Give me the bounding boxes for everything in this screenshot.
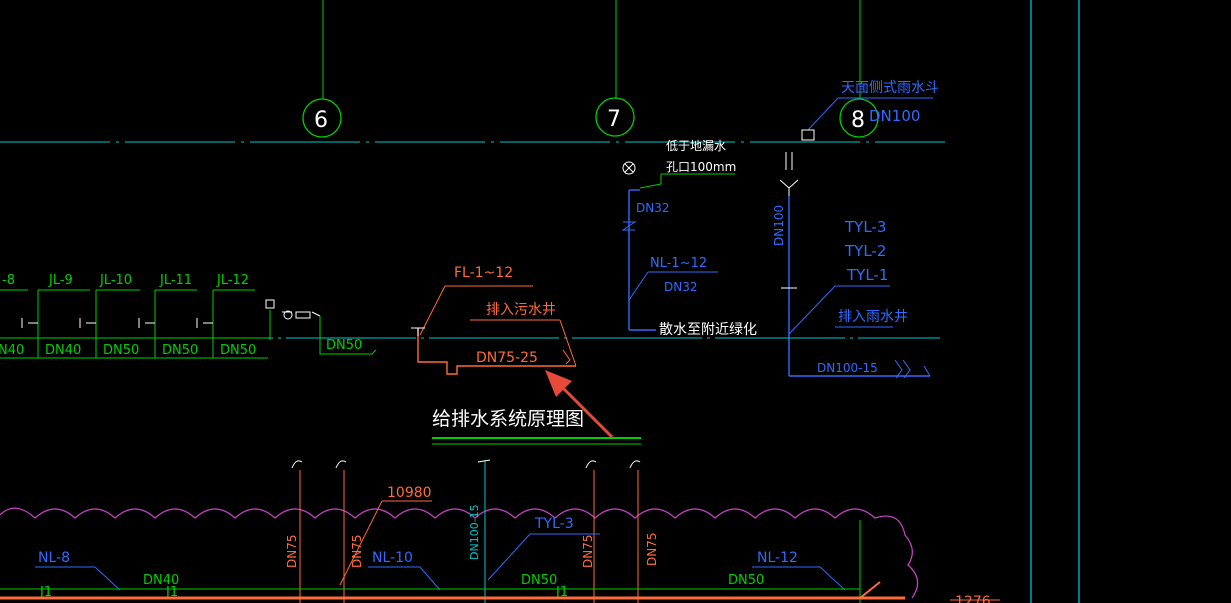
label-discharge: 散水至附近绿化 xyxy=(659,322,757,338)
floor-drain-icon xyxy=(622,161,636,175)
label-dn32-b: DN32 xyxy=(664,280,698,294)
label-dn50a: DN50 xyxy=(103,343,139,358)
drawing-title: 给排水系统原理图 xyxy=(432,408,584,430)
jl-fixtures xyxy=(21,318,213,328)
label-jl12: JL-12 xyxy=(216,273,249,288)
label-dn100-15b: DN100-15 xyxy=(468,504,481,560)
sewage-outlet-icon xyxy=(562,349,571,365)
bottom-riser-cyan-hook xyxy=(477,459,491,463)
label-sewage-well: 排入污水井 xyxy=(486,302,556,318)
leader-nl8-diag xyxy=(94,566,121,591)
roof-drain-icon xyxy=(801,129,815,141)
bottom-risers-orange xyxy=(299,470,639,603)
label-nl-1-12: NL-1~12 xyxy=(650,256,707,271)
leader-nl10-diag xyxy=(419,566,441,591)
jl-risers xyxy=(37,290,271,358)
label-dn75-c: DN75 xyxy=(581,535,595,569)
dn50-outlet xyxy=(319,316,377,355)
leader-10980-diag xyxy=(339,500,383,586)
label-dn75-a: DN75 xyxy=(285,535,299,569)
label-fl-1-12: FL-1~12 xyxy=(454,265,513,281)
label-jl10: JL-10 xyxy=(99,273,132,288)
label-tyl3-b: TYL-3 xyxy=(534,516,574,532)
annotation-arrow-head xyxy=(545,370,572,397)
label-tyl1: TYL-1 xyxy=(846,266,888,284)
label-overflow-2: 孔口100mm xyxy=(666,160,736,174)
leader-nl12-diag xyxy=(819,566,846,591)
label-dn50b: DN50 xyxy=(162,343,198,358)
leader-nl-diag xyxy=(628,271,649,301)
check-valve-icon xyxy=(779,179,799,196)
leader-tyl3-b-diag xyxy=(487,533,531,581)
label-dn100-vert: DN100 xyxy=(772,205,786,246)
label-dim-1276: 1276 xyxy=(955,594,991,603)
label-nl8: NL-8 xyxy=(38,550,70,566)
label-jl11: JL-11 xyxy=(159,273,192,288)
leader-tyl-diag xyxy=(788,285,836,335)
label-nl10: NL-10 xyxy=(372,550,413,566)
axis-7-bubble xyxy=(595,97,635,137)
leader-top-drain-diag xyxy=(807,97,839,131)
label-jl9: JL-9 xyxy=(48,273,73,288)
revision-cloud xyxy=(0,507,919,599)
label-dn100-top: DN100 xyxy=(869,107,920,125)
bottom-sewer-diag xyxy=(859,581,881,599)
label-dn50c: DN50 xyxy=(220,343,256,358)
cleanout-icon xyxy=(411,327,425,336)
sewage-pipe xyxy=(417,328,576,375)
label-jl8: -8 xyxy=(2,273,15,288)
label-dn32-a: DN32 xyxy=(636,201,670,215)
label-nl12: NL-12 xyxy=(757,550,798,566)
label-dn40b: DN40 xyxy=(45,343,81,358)
axis-6-label: 6 xyxy=(314,108,328,133)
jl-valves xyxy=(265,299,321,319)
axis-8-label: 8 xyxy=(851,108,865,133)
axis-8-bubble xyxy=(839,98,879,138)
jl-valve-circle xyxy=(283,310,293,320)
label-dn50-low-a: DN50 xyxy=(521,573,557,588)
axis-7-label: 7 xyxy=(607,107,621,132)
label-dn75-b: DN75 xyxy=(350,535,364,569)
leader-fl-diag xyxy=(419,285,446,336)
label-dn75-25: DN75-25 xyxy=(476,350,538,366)
label-dn50d: DN50 xyxy=(326,338,362,353)
label-dn50-low-b: DN50 xyxy=(728,573,764,588)
sewage-pipe-slope xyxy=(559,319,577,367)
label-dn75-d: DN75 xyxy=(645,533,659,567)
label-dim-10980: 10980 xyxy=(387,485,432,501)
leader-overflow-step xyxy=(639,174,662,189)
label-dn40a: N40 xyxy=(0,343,24,358)
jl-base-pipe xyxy=(0,337,268,359)
bottom-riser-hooks xyxy=(291,460,641,469)
trap-icon xyxy=(621,221,637,231)
label-top-drain: 天面侧式雨水斗 xyxy=(841,80,939,96)
axis-6-bubble xyxy=(302,98,342,138)
rain-outlet-icon xyxy=(894,359,931,379)
annotation-arrow-shaft xyxy=(558,383,614,439)
label-overflow-1: 低于地漏水 xyxy=(666,139,726,153)
label-tyl2: TYL-2 xyxy=(844,242,886,260)
label-tyl3: TYL-3 xyxy=(844,218,886,236)
floor-drain-cross xyxy=(624,163,634,173)
label-rain-well: 排入雨水井 xyxy=(838,309,908,325)
label-dn40-low: DN40 xyxy=(143,573,179,588)
label-dn100-15: DN100-15 xyxy=(817,361,878,375)
